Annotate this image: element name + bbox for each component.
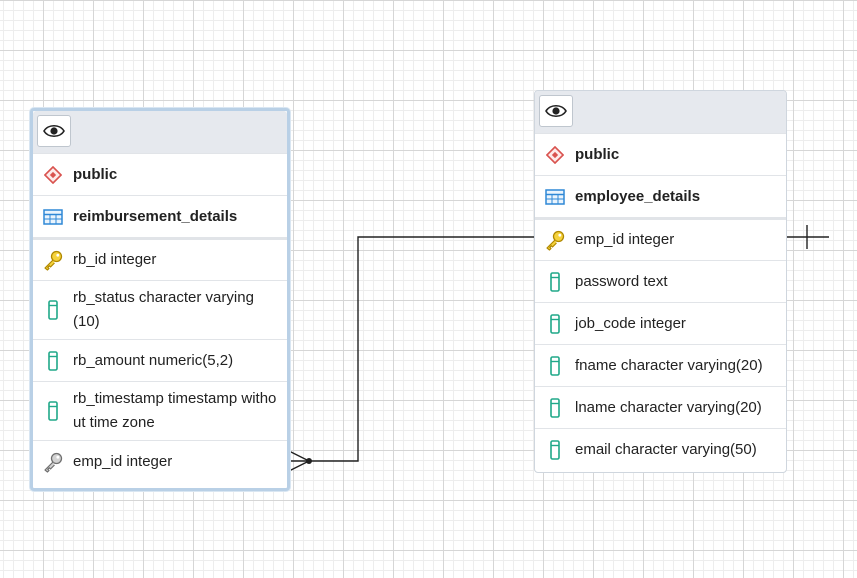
column-label: email character varying(50): [575, 440, 757, 458]
toggle-details-button[interactable]: [539, 95, 573, 127]
column-row[interactable]: rb_id integer: [33, 237, 287, 280]
column-row[interactable]: password text: [535, 260, 786, 302]
table-node-employee-details[interactable]: public employee_details emp_id integer p…: [534, 90, 787, 473]
relationship-link[interactable]: [286, 225, 829, 473]
table-name-row: employee_details: [535, 175, 786, 217]
column-row[interactable]: emp_id integer: [33, 440, 287, 482]
column-row[interactable]: rb_timestamp timestamp without time zone: [33, 381, 287, 440]
column-label: rb_status character varying (10): [73, 289, 254, 330]
column-label: lname character varying(20): [575, 398, 762, 416]
column-icon: [33, 350, 73, 371]
schema-name: public: [575, 145, 620, 163]
column-label: fname character varying(20): [575, 356, 763, 374]
column-icon: [535, 313, 575, 334]
table-node-header: [535, 91, 786, 133]
column-icon: [33, 300, 73, 320]
schema-icon: [535, 145, 575, 164]
column-label: emp_id integer: [575, 231, 675, 248]
column-label: rb_timestamp timestamp without time zone: [73, 390, 277, 431]
relationship-junction: [306, 458, 312, 464]
table-name: reimbursement_details: [73, 207, 238, 225]
toggle-details-button[interactable]: [37, 115, 71, 147]
column-icon: [535, 355, 575, 376]
column-row[interactable]: email character varying(50): [535, 428, 786, 470]
table-node-reimbursement-details[interactable]: public reimbursement_details rb_id integ…: [30, 108, 290, 491]
column-row[interactable]: job_code integer: [535, 302, 786, 344]
column-row[interactable]: lname character varying(20): [535, 386, 786, 428]
column-row[interactable]: rb_amount numeric(5,2): [33, 339, 287, 381]
column-label: job_code integer: [575, 314, 686, 332]
column-label: emp_id integer: [73, 452, 173, 470]
schema-row: public: [33, 153, 287, 195]
eye-icon: [545, 104, 567, 118]
schema-row: public: [535, 133, 786, 175]
schema-icon: [33, 165, 73, 184]
schema-name: public: [73, 165, 118, 183]
primary-key-icon: [535, 229, 575, 251]
table-node-header: [33, 111, 287, 153]
column-label: password text: [575, 272, 668, 290]
column-row[interactable]: rb_status character varying (10): [33, 280, 287, 339]
table-icon: [33, 208, 73, 225]
table-name: employee_details: [575, 187, 701, 205]
foreign-key-icon: [33, 451, 73, 473]
primary-key-icon: [33, 249, 73, 271]
column-label: rb_id integer: [73, 251, 157, 268]
column-icon: [535, 397, 575, 418]
column-row[interactable]: emp_id integer: [535, 217, 786, 260]
column-row[interactable]: fname character varying(20): [535, 344, 786, 386]
column-icon: [535, 439, 575, 460]
eye-icon: [43, 124, 65, 138]
column-icon: [535, 271, 575, 292]
column-icon: [33, 401, 73, 421]
column-label: rb_amount numeric(5,2): [73, 351, 234, 369]
table-name-row: reimbursement_details: [33, 195, 287, 237]
table-icon: [535, 188, 575, 205]
